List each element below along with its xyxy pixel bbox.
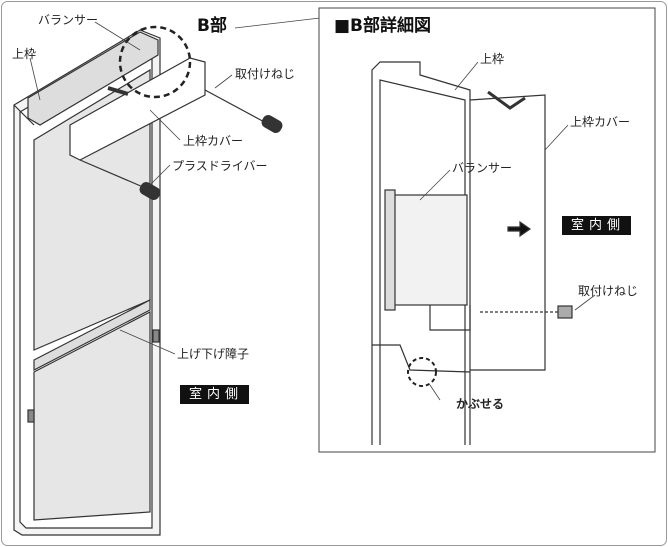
detail-label-balancer: バランサー: [452, 161, 513, 175]
detail-label-cover-it: かぶせる: [456, 397, 505, 411]
door-illustration: [13, 29, 283, 536]
detail-label-top-frame-cover: 上枠カバー: [570, 115, 631, 129]
label-phillips-driver: プラスドライバー: [172, 159, 268, 173]
label-indoor-side: 室内側: [180, 385, 250, 404]
cover-highlight: [407, 357, 437, 387]
detail-label-indoor-side: 室内側: [562, 216, 632, 235]
detail-label-mounting-screw: 取付けねじ: [578, 284, 639, 298]
leader-lines: [29, 17, 321, 355]
label-sash: 上げ下げ障子: [177, 347, 250, 361]
part-b-highlight: [118, 25, 192, 99]
label-part-b: B部: [197, 16, 227, 36]
detail-illustration: [371, 61, 573, 445]
label-balancer: バランサー: [38, 13, 99, 27]
detail-label-top-frame: 上枠: [480, 52, 505, 66]
detail-title: ■B部詳細図: [334, 16, 432, 36]
label-mounting-screw: 取付けねじ: [235, 67, 296, 81]
label-top-frame: 上枠: [12, 47, 37, 61]
label-top-frame-cover: 上枠カバー: [183, 134, 244, 148]
